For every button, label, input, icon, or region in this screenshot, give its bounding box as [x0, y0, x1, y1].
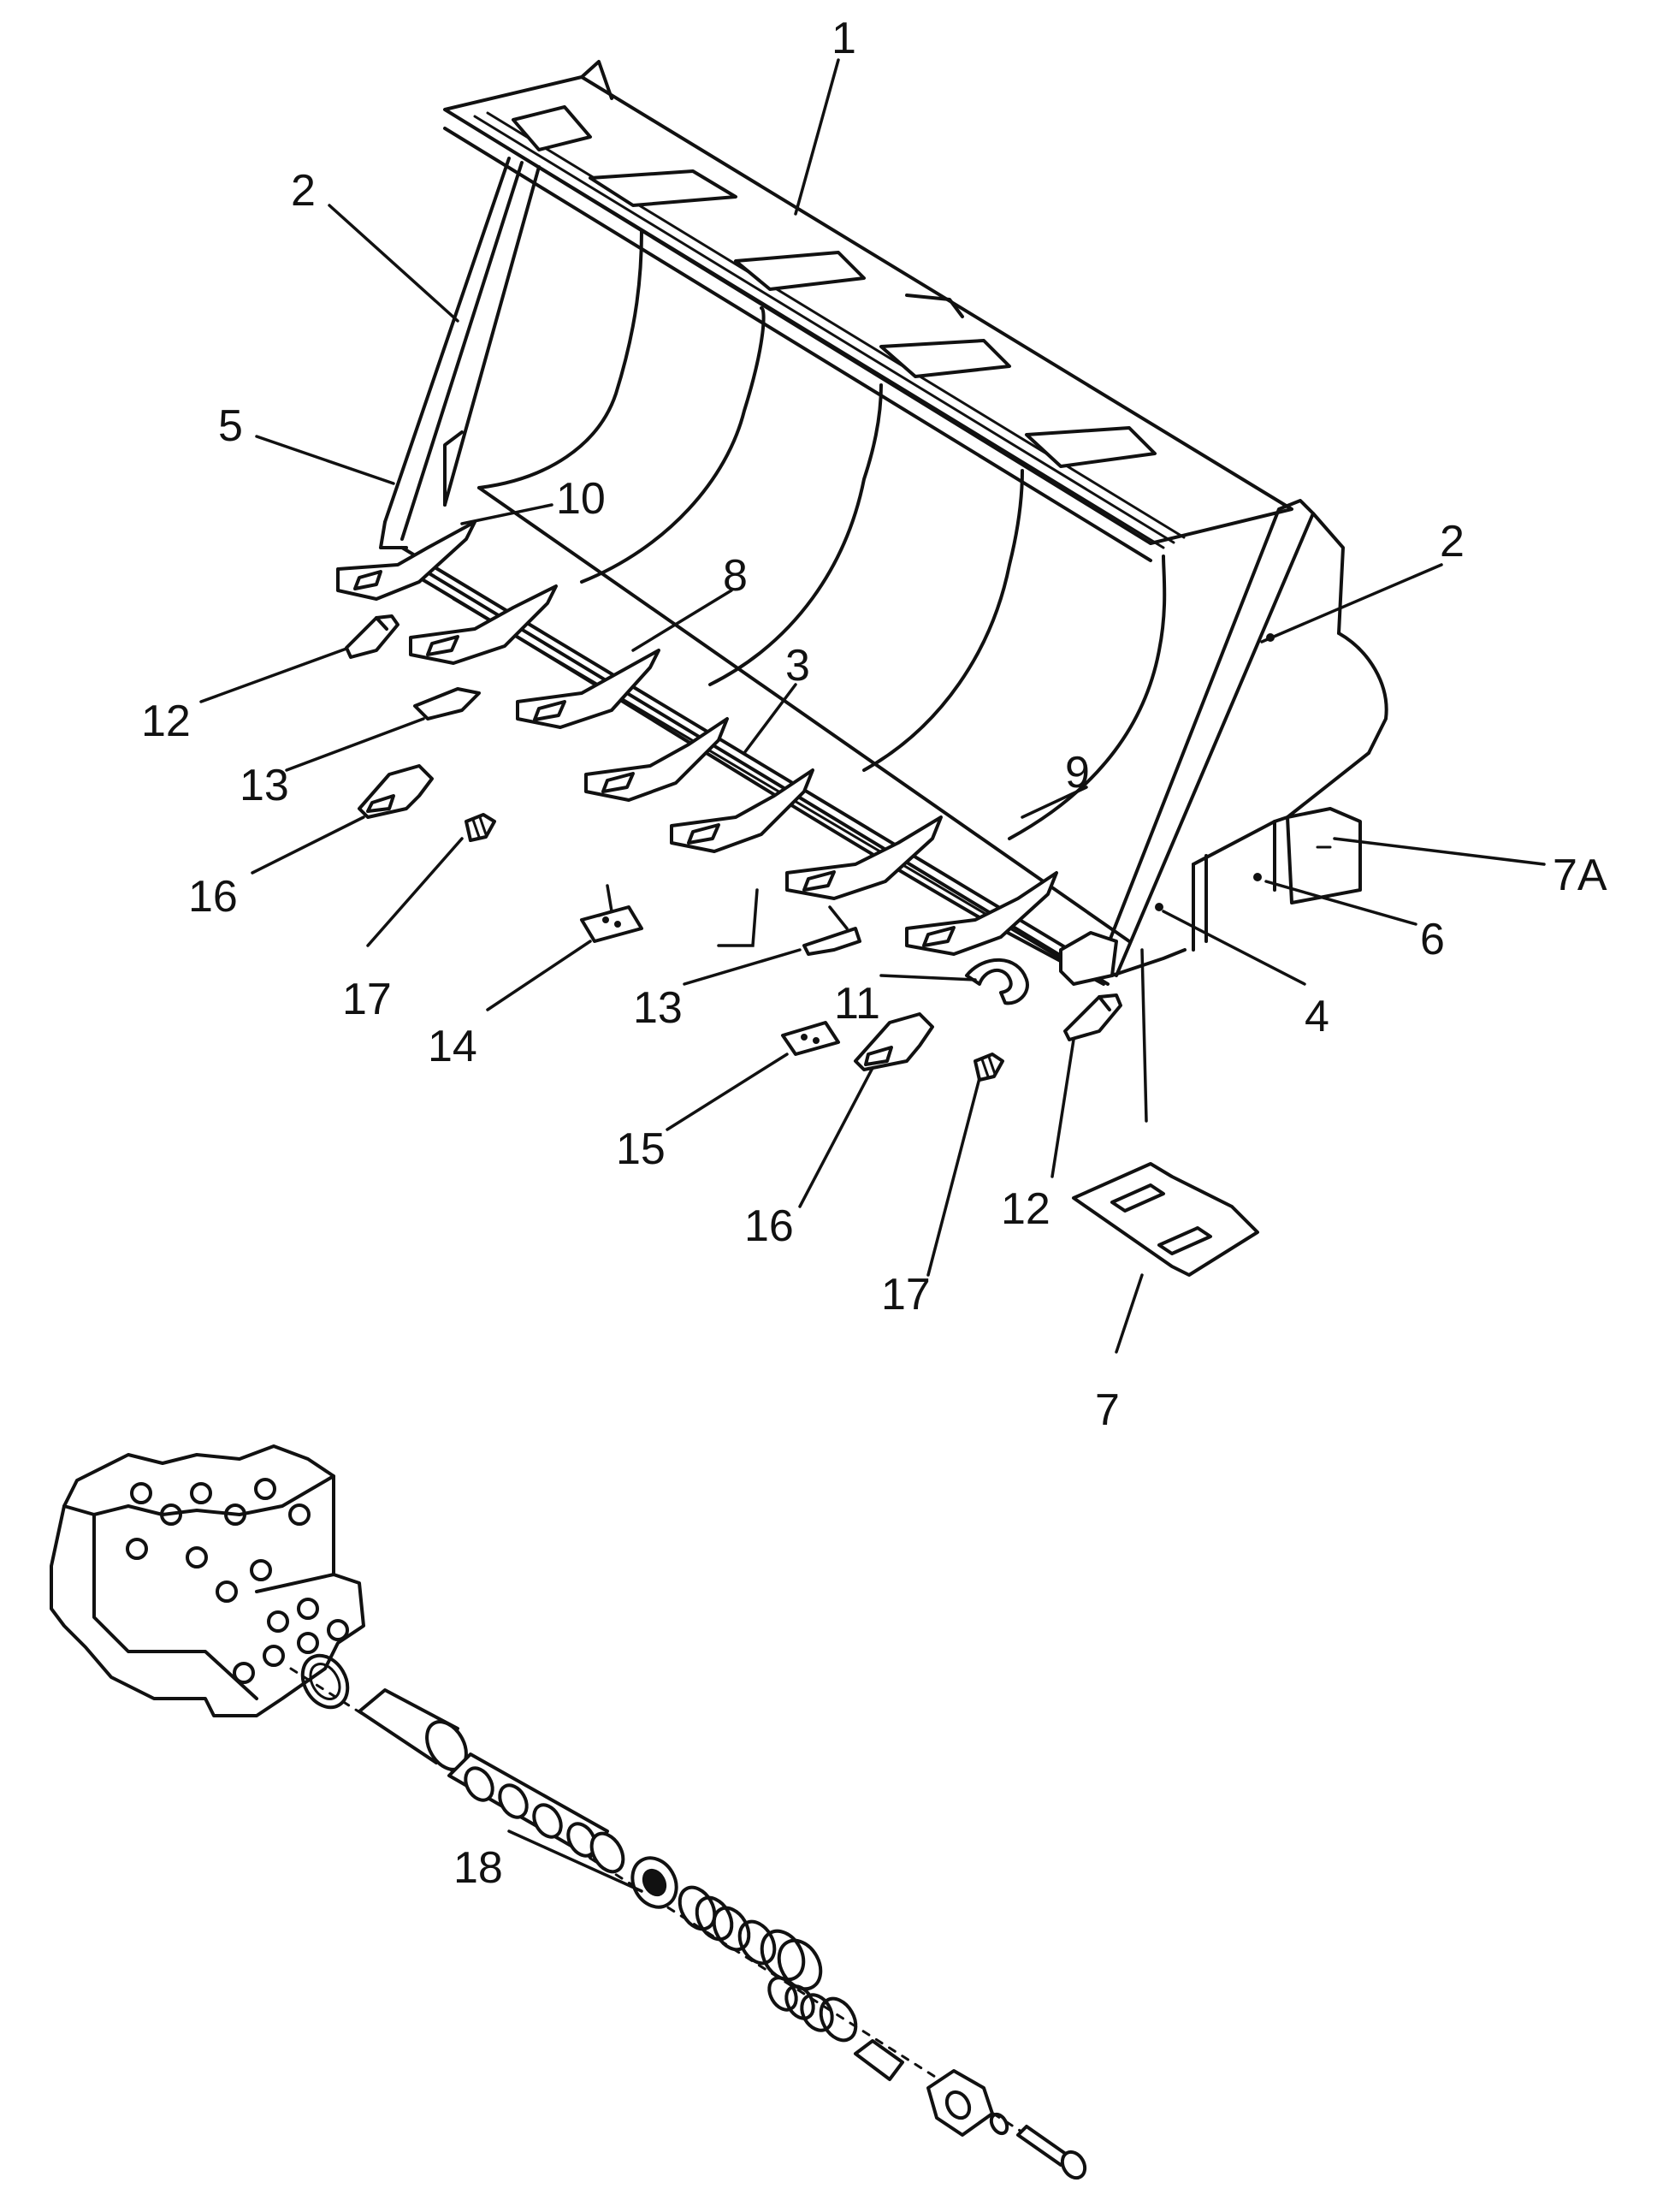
tooth [409, 584, 558, 665]
callout-1: 1 [832, 14, 856, 63]
callout-9: 9 [1065, 748, 1090, 798]
sleeve [358, 1688, 468, 1771]
spacer-rings [767, 1976, 858, 2043]
o-ring [300, 1653, 350, 1710]
valve-body [50, 1444, 365, 1717]
u-clip [965, 958, 1029, 1005]
plunger [854, 2039, 904, 2081]
callout-2-left: 2 [291, 166, 316, 216]
callout-6: 6 [1420, 915, 1445, 964]
wear-plate [1072, 1162, 1259, 1277]
end-cap [926, 2069, 994, 2137]
spring-stack [678, 1885, 823, 1991]
callout-8: 8 [723, 551, 748, 601]
callout-11: 11 [834, 979, 880, 1029]
bucket-teeth [336, 520, 1118, 986]
bolt [1016, 2125, 1087, 2180]
callout-18: 18 [453, 1843, 503, 1893]
tooth [336, 520, 476, 601]
tooth [516, 649, 660, 729]
callout-13-lower: 13 [633, 983, 683, 1033]
bucket-assembly [336, 60, 1388, 986]
callout-15: 15 [616, 1124, 666, 1174]
tooth [785, 815, 943, 900]
callout-16-left: 16 [188, 872, 238, 922]
corner-adapter [1059, 931, 1118, 986]
spool [447, 1752, 625, 1874]
retainer-upper [413, 687, 481, 721]
shim-15 [781, 1021, 840, 1056]
lock-left [465, 813, 496, 842]
callout-labels: 1 2 2 3 4 5 6 7 7A 8 9 10 11 12 12 13 13… [141, 14, 1607, 1893]
tooth-point-left [358, 764, 434, 819]
retainer-middle [802, 927, 861, 956]
callout-10: 10 [556, 474, 606, 524]
tooth [670, 768, 814, 853]
callout-16-right: 16 [744, 1201, 794, 1251]
washer [989, 2112, 1009, 2136]
tooth [905, 871, 1058, 956]
control-valve-assembly [50, 1444, 1087, 2180]
pin-right [1063, 993, 1122, 1041]
lock-right [974, 1053, 1004, 1082]
bucket-right-side-plate [1098, 499, 1388, 977]
callout-14: 14 [428, 1022, 477, 1071]
callout-4: 4 [1305, 992, 1329, 1041]
callout-12-right: 12 [1001, 1184, 1050, 1234]
bucket-floor [477, 229, 1167, 943]
callout-7: 7 [1095, 1385, 1120, 1435]
bucket-left-side-plate [379, 157, 541, 549]
bucket-top-edge [443, 60, 1293, 562]
pin-left [345, 614, 399, 659]
callout-3: 3 [785, 641, 810, 691]
callout-2-right: 2 [1440, 517, 1465, 566]
loose-parts [345, 614, 1259, 1277]
callout-5: 5 [218, 401, 243, 451]
callout-12-left: 12 [141, 697, 191, 746]
leader-lines [199, 58, 1546, 1893]
callout-13-upper: 13 [240, 761, 289, 810]
tooth [584, 717, 729, 802]
spool-seat [630, 1856, 678, 1909]
callout-17-left: 17 [342, 975, 392, 1024]
callout-7a: 7A [1553, 851, 1607, 900]
spool-axis [289, 1667, 1062, 2158]
callout-17-right: 17 [881, 1270, 931, 1319]
